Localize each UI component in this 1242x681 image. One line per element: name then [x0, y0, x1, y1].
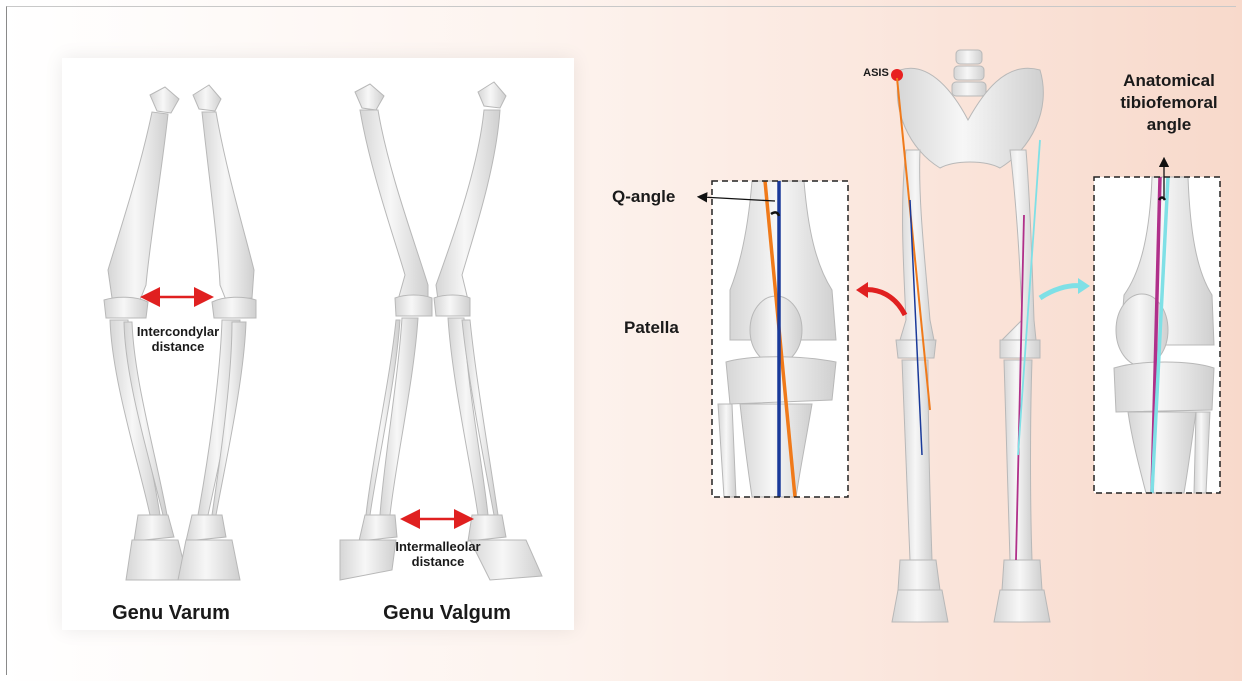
q-angle-label: Q-angle	[612, 187, 692, 207]
anatomical-angle-label: Anatomical tibiofemoral angle	[1094, 70, 1242, 136]
patella-label: Patella	[624, 318, 704, 338]
q-angle-inset	[702, 181, 848, 497]
red-pointer-arrow	[862, 290, 905, 315]
red-pointer-arrowhead	[856, 282, 868, 298]
cyan-pointer-arrowhead	[1078, 278, 1090, 294]
asis-label: ASIS	[858, 67, 894, 80]
genu-valgum-legs	[340, 82, 542, 580]
anatomical-angle-inset	[1094, 162, 1220, 493]
genu-varum-label: Genu Varum	[86, 602, 256, 625]
intermalleolar-label: Intermalleolar distance	[378, 540, 498, 570]
intercondylar-label: Intercondylar distance	[118, 325, 238, 355]
cyan-pointer-arrow	[1040, 286, 1082, 298]
genu-valgum-label: Genu Valgum	[352, 602, 542, 625]
